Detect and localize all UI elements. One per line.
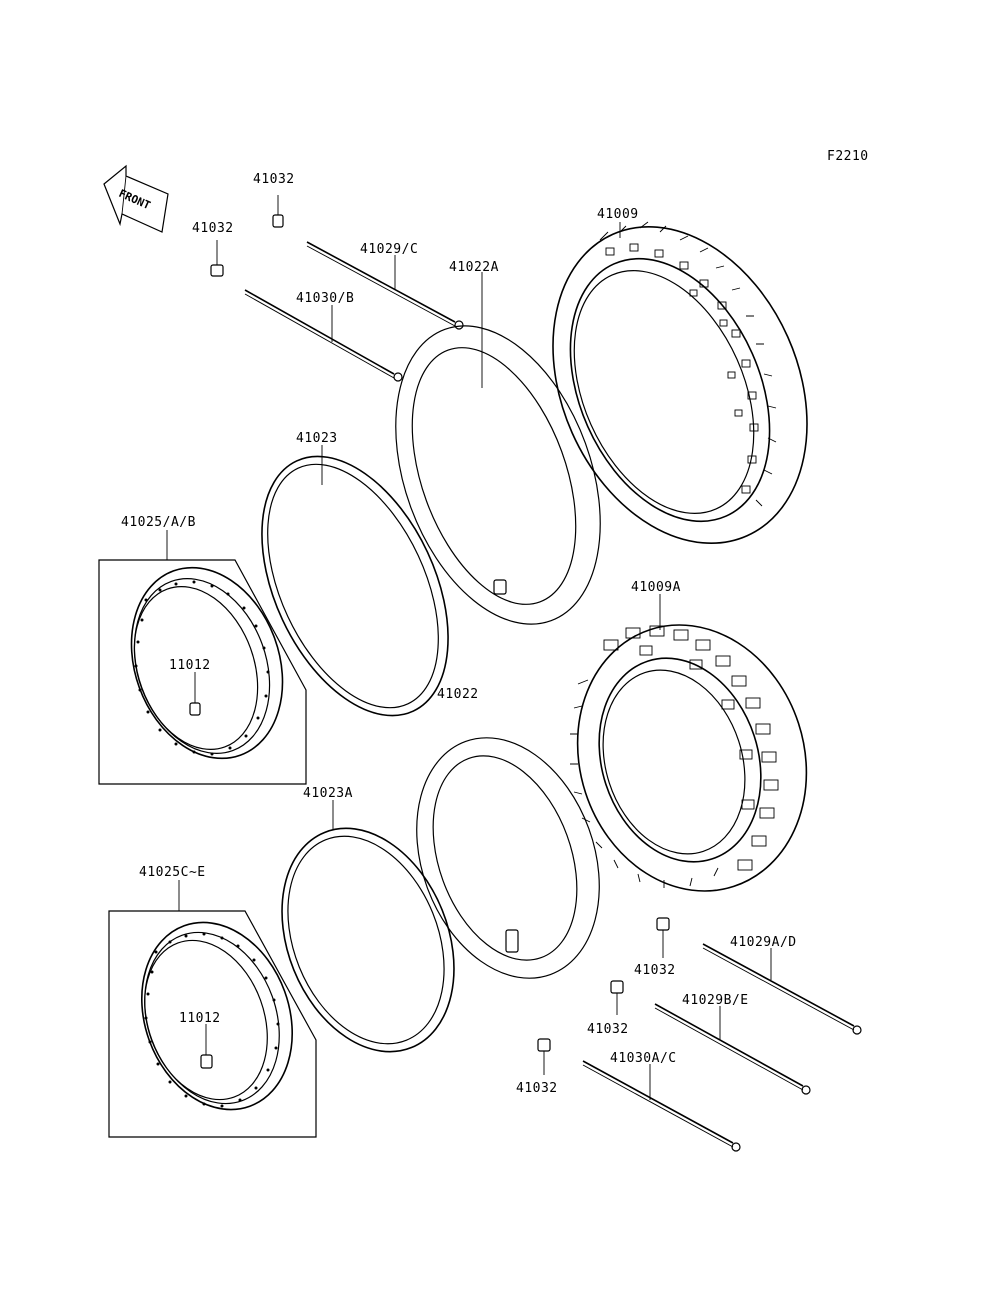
label-41030-b: 41030/B: [296, 291, 354, 306]
spoke-nipple-top: [272, 195, 284, 228]
spoke-nipple-r2: [610, 980, 624, 1015]
tire-41009: [552, 221, 808, 544]
rim-band-41023: [261, 445, 449, 717]
label-41032-r1: 41032: [634, 963, 676, 978]
label-41023a: 41023A: [303, 786, 353, 801]
label-41009a: 41009A: [631, 580, 681, 595]
spoke-41030-b: [244, 289, 403, 382]
tube-41022: [416, 737, 600, 979]
label-41032-left: 41032: [192, 221, 234, 236]
spoke-41029a-d: [702, 943, 862, 1035]
tube-41022a: [395, 272, 601, 625]
label-41009: 41009: [597, 207, 639, 222]
spoke-nipple-r1: [656, 917, 670, 958]
label-41029b-e: 41029B/E: [682, 993, 749, 1008]
spoke-nipple-left: [210, 240, 224, 277]
label-41032-r2: 41032: [587, 1022, 629, 1037]
rim-41025-ce: [108, 910, 317, 1138]
label-41022a: 41022A: [449, 260, 499, 275]
spoke-41029-c: [306, 241, 464, 330]
spoke-nipple-r3: [537, 1038, 551, 1075]
label-11012-lower: 11012: [179, 1011, 221, 1026]
label-41029a-d: 41029A/D: [730, 935, 797, 950]
label-11012-upper: 11012: [169, 658, 211, 673]
rim-band-41023a: [281, 800, 455, 1053]
label-41032-top: 41032: [253, 172, 295, 187]
tire-41009a: [570, 594, 808, 892]
label-41032-r3: 41032: [516, 1081, 558, 1096]
label-41023: 41023: [296, 431, 338, 446]
spoke-41029b-e: [654, 1003, 811, 1095]
label-41025-ab: 41025/A/B: [121, 515, 196, 530]
label-41029-c: 41029/C: [360, 242, 418, 257]
label-41025-ce: 41025C~E: [139, 865, 206, 880]
spoke-41030a-c: [582, 1060, 741, 1152]
front-arrow-icon: FRONT: [103, 164, 169, 233]
figure-code: F2210: [827, 149, 869, 164]
label-41022: 41022: [437, 687, 479, 702]
label-41030a-c: 41030A/C: [610, 1051, 677, 1066]
rim-41025-ab: [98, 559, 307, 785]
